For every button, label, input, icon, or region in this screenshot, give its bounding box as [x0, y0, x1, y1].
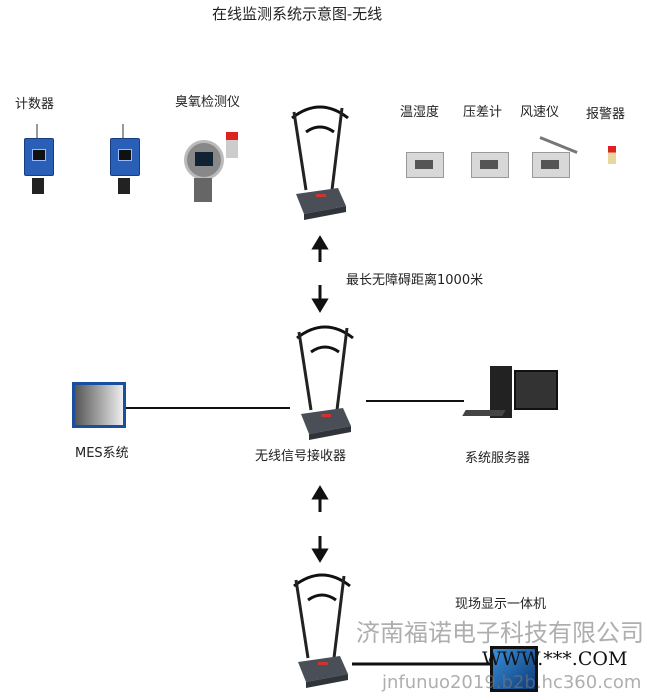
power-adapter-icon — [32, 178, 44, 194]
alarm-device — [608, 146, 616, 164]
ozone-detector — [184, 140, 224, 180]
label-server: 系统服务器 — [465, 451, 531, 466]
label-ozone: 臭氧检测仪 — [175, 95, 241, 110]
server-monitor-icon — [514, 370, 558, 410]
label-receiver: 无线信号接收器 — [255, 449, 347, 464]
watermark-company: 济南福诺电子科技有限公司 — [356, 619, 644, 647]
label-display: 现场显示一体机 — [455, 597, 547, 612]
mes-monitor-icon — [72, 382, 126, 428]
label-anemometer: 风速仪 — [520, 105, 560, 120]
keyboard-icon — [462, 410, 506, 416]
label-counter: 计数器 — [15, 97, 55, 112]
anemometer-meter — [532, 152, 570, 178]
wireless-transmitter-top — [290, 105, 350, 222]
distance-label: 最长无障碍距离1000米 — [346, 273, 484, 288]
pressure-diff-meter — [471, 152, 509, 178]
label-temp-humidity: 温湿度 — [400, 105, 440, 120]
watermark-url: jnfunuo2019.b2b.hc360.com — [382, 672, 642, 693]
label-alarm: 报警器 — [586, 107, 626, 122]
wireless-receiver — [295, 325, 355, 442]
label-mes: MES系统 — [75, 446, 129, 461]
ozone-sensor-head — [194, 178, 212, 202]
counter-probe — [122, 124, 124, 138]
diagram-title: 在线监测系统示意图-无线 — [212, 5, 383, 23]
label-pressure-diff: 压差计 — [463, 105, 503, 120]
beacon-icon — [226, 132, 238, 158]
temp-humidity-meter — [406, 152, 444, 178]
display-terminal-icon — [490, 646, 538, 692]
wireless-transmitter-bottom — [292, 573, 352, 690]
server-tower-icon — [490, 366, 512, 418]
counter-probe — [36, 124, 38, 138]
power-adapter-icon — [118, 178, 130, 194]
counter-device-1 — [24, 138, 54, 176]
watermark-site: WWW.***.COM — [482, 648, 628, 670]
arrows — [311, 235, 329, 563]
counter-device-2 — [110, 138, 140, 176]
